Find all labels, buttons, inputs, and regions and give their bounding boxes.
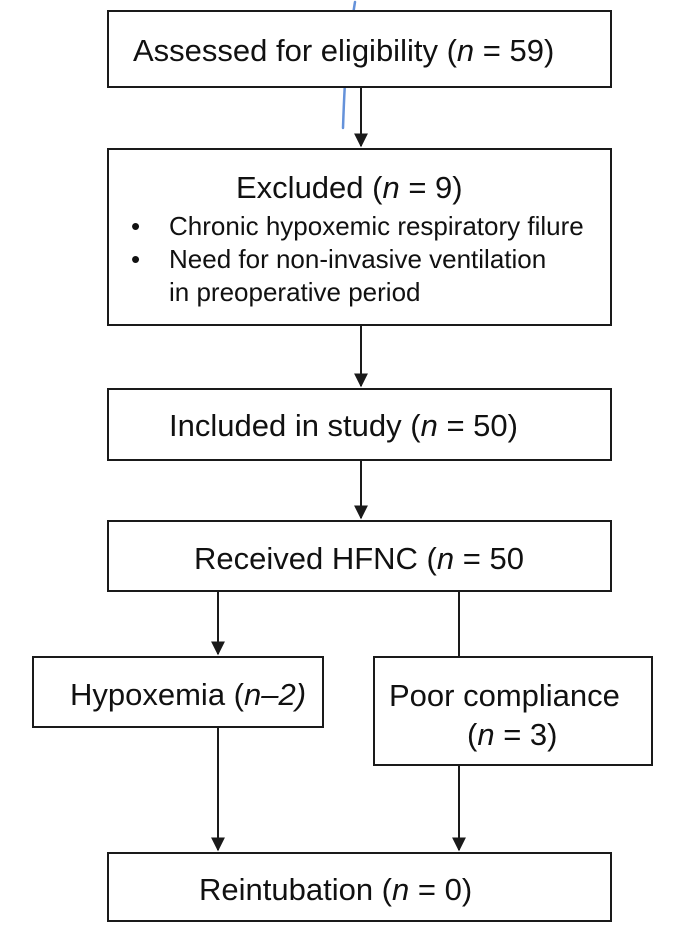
assessed-label: Assessed for eligibility (n = 59)	[133, 33, 555, 68]
exclusion-item: • Chronic hypoxemic respiratory filure	[131, 210, 584, 243]
received-box: Received HFNC (n = 50	[107, 520, 612, 592]
exclusion-item: • Need for non-invasive ventilation	[131, 243, 584, 276]
bullet: •	[131, 211, 141, 241]
hypoxemia-box: Hypoxemia (n–2)	[32, 656, 324, 728]
included-box: Included in study (n = 50)	[107, 388, 612, 461]
received-label: Received HFNC (n = 50	[194, 541, 524, 576]
exclusion-item-text: Need for non-invasive ventilation	[169, 244, 547, 274]
exclusion-item-text: in preoperative period	[169, 277, 421, 307]
assessed-box: Assessed for eligibility (n = 59)	[107, 10, 612, 88]
exclusion-criteria-list: • Chronic hypoxemic respiratory filure •…	[131, 210, 584, 309]
bullet: •	[131, 244, 141, 274]
included-label: Included in study (n = 50)	[169, 408, 518, 443]
excluded-label: Excluded (n = 9)	[236, 170, 463, 205]
reintubation-label: Reintubation (n = 0)	[199, 872, 473, 907]
reintubation-box: Reintubation (n = 0)	[107, 852, 612, 922]
poor-compliance-count: (n = 3)	[467, 717, 558, 752]
exclusion-item-text: Chronic hypoxemic respiratory filure	[169, 211, 584, 241]
exclusion-item-continued: in preoperative period	[131, 276, 584, 309]
excluded-box: Excluded (n = 9) • Chronic hypoxemic res…	[107, 148, 612, 326]
poor-compliance-box: Poor compliance (n = 3)	[373, 656, 653, 766]
poor-compliance-label: Poor compliance	[389, 678, 620, 713]
hypoxemia-label: Hypoxemia (n–2)	[70, 677, 307, 712]
